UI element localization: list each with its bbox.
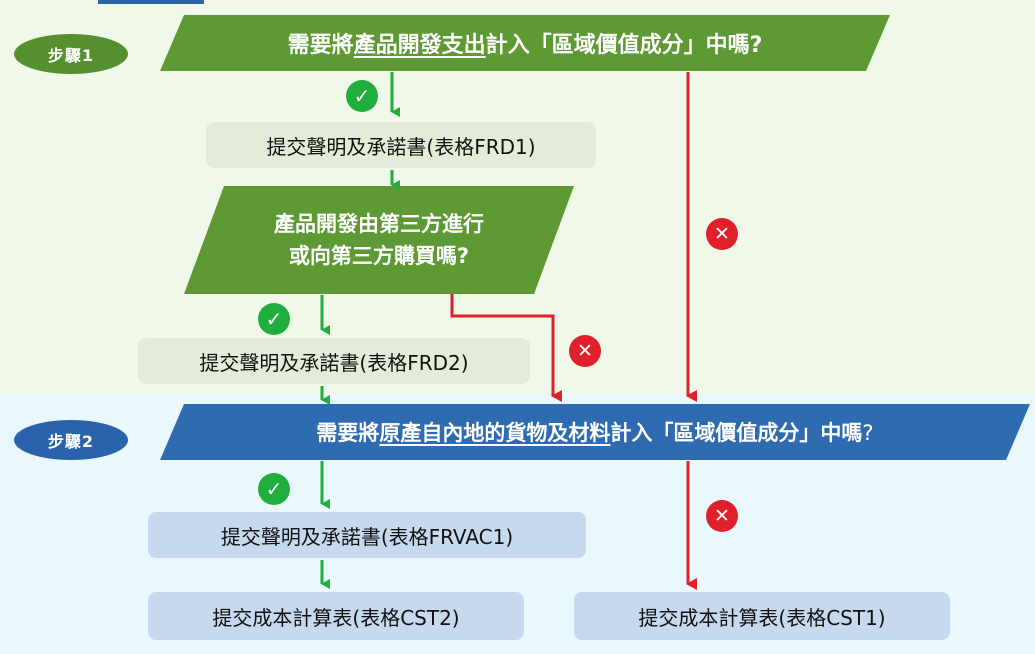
no-cross-icon: ✕	[706, 500, 738, 532]
question-mainland-materials: 需要將原產自內地的貨物及材料計入「區域價值成分」中嗎?	[160, 404, 1030, 460]
submit-cst2-box: 提交成本計算表(表格CST2)	[148, 592, 524, 640]
q3-text-post: 計入「區域價值成分」中嗎	[610, 421, 863, 445]
no-cross-icon: ✕	[569, 335, 601, 367]
no-cross-icon: ✕	[706, 218, 738, 250]
yes-check-icon: ✓	[258, 473, 290, 505]
submit-frd1-box: 提交聲明及承諾書(表格FRD1)	[206, 122, 596, 168]
arrow-q2-no-to-q3	[450, 294, 562, 402]
q2-line1: 產品開發由第三方進行	[274, 212, 484, 236]
step2-label: 步驟2	[14, 420, 128, 460]
submit-frd2-box: 提交聲明及承諾書(表格FRD2)	[138, 338, 530, 384]
submit-cst1-box: 提交成本計算表(表格CST1)	[574, 592, 950, 640]
q1-text-pre: 需要將	[287, 33, 354, 58]
yes-check-icon: ✓	[258, 303, 290, 335]
q1-text-post: 計入「區域價值成分」中嗎?	[485, 33, 763, 58]
q3-text-underlined: 原產自內地的貨物及材料	[379, 421, 611, 445]
q1-text-underlined: 產品開發支出	[353, 33, 486, 58]
q2-line2: 或向第三方購買嗎?	[288, 244, 470, 268]
question-third-party: 產品開發由第三方進行 或向第三方購買嗎?	[184, 186, 574, 294]
q3-text-pre: 需要將	[316, 421, 380, 445]
question-product-development: 需要將產品開發支出計入「區域價值成分」中嗎?	[160, 15, 890, 71]
top-accent-bar	[98, 0, 204, 4]
yes-check-icon: ✓	[346, 80, 378, 112]
q3-question-mark: ?	[862, 421, 874, 445]
step1-label: 步驟1	[14, 34, 128, 74]
submit-frvac1-box: 提交聲明及承諾書(表格FRVAC1)	[148, 512, 586, 558]
